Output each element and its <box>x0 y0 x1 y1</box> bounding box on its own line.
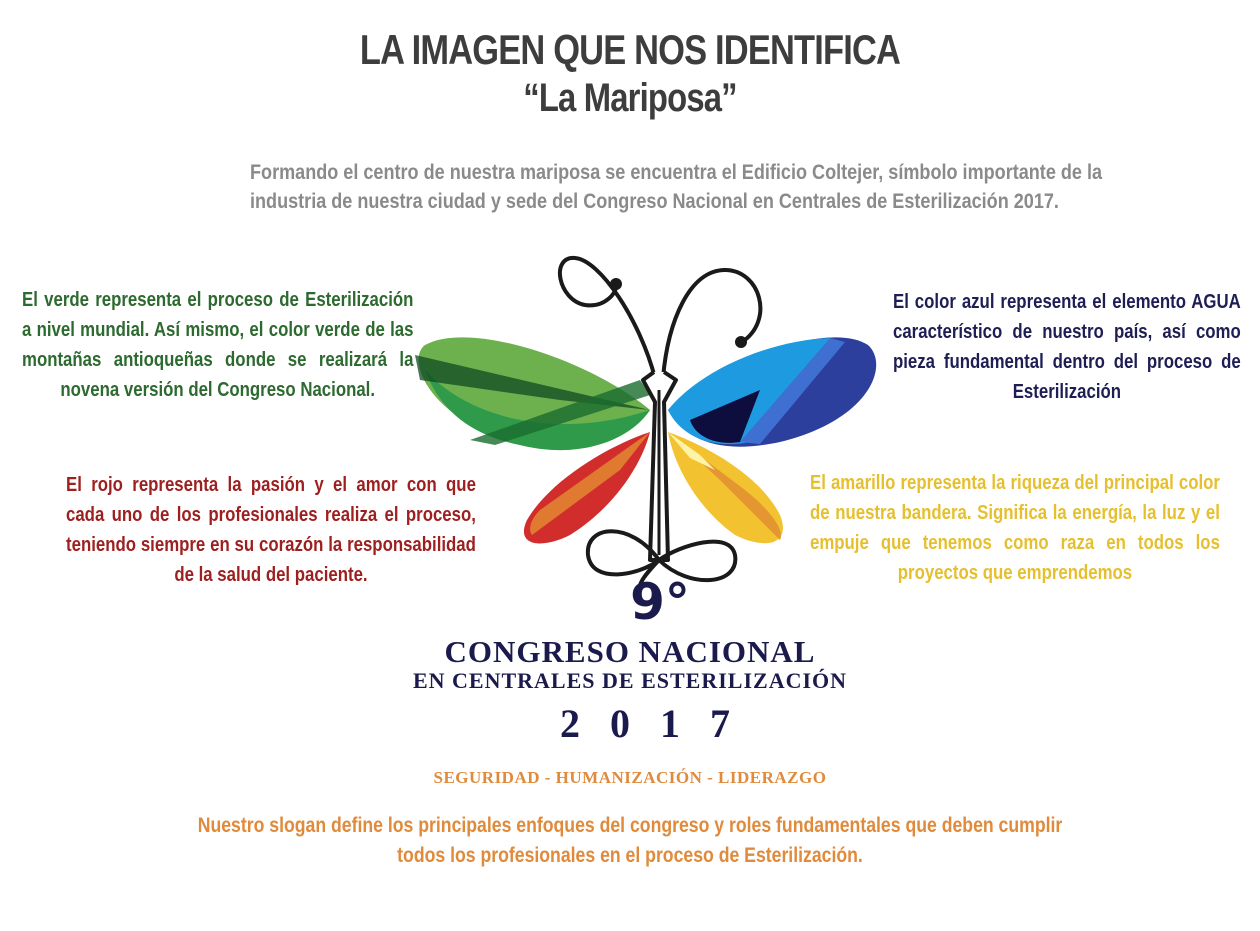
green-text: El verde representa el proceso de Esteri… <box>22 289 414 401</box>
yellow-description: El amarillo representa la riqueza del pr… <box>810 468 1220 588</box>
page-subtitle: “La Mariposa” <box>523 76 737 120</box>
right-antenna-tip <box>735 336 747 348</box>
congress-name: CONGRESO NACIONAL <box>444 634 816 669</box>
intro-text: Formando el centro de nuestra mariposa s… <box>250 161 1103 213</box>
yellow-text: El amarillo representa la riqueza del pr… <box>810 472 1220 584</box>
blue-description: El color azul representa el elemento AGU… <box>893 287 1241 407</box>
slogan-text: Nuestro slogan define los principales en… <box>197 814 1063 867</box>
red-description: El rojo representa la pasión y el amor c… <box>66 470 476 590</box>
congress-subtitle: EN CENTRALES DE ESTERILIZACIÓN <box>412 668 848 693</box>
intro-paragraph: Formando el centro de nuestra mariposa s… <box>250 158 1110 216</box>
congress-year: 2017 <box>560 701 760 746</box>
left-antenna <box>557 256 657 379</box>
pillars-motto: SEGURIDAD - HUMANIZACIÓN - LIDERAZGO <box>433 768 827 787</box>
green-description: El verde representa el proceso de Esteri… <box>22 285 414 405</box>
page-title: LA IMAGEN QUE NOS IDENTIFICA <box>359 26 901 73</box>
edition-number: 9° <box>630 573 690 631</box>
butterfly-logo <box>415 256 877 601</box>
left-antenna-tip <box>610 278 622 290</box>
slogan-paragraph: Nuestro slogan define los principales en… <box>0 811 1260 871</box>
right-antenna <box>661 267 763 379</box>
red-text: El rojo representa la pasión y el amor c… <box>66 474 476 586</box>
blue-text: El color azul representa el elemento AGU… <box>893 291 1241 403</box>
